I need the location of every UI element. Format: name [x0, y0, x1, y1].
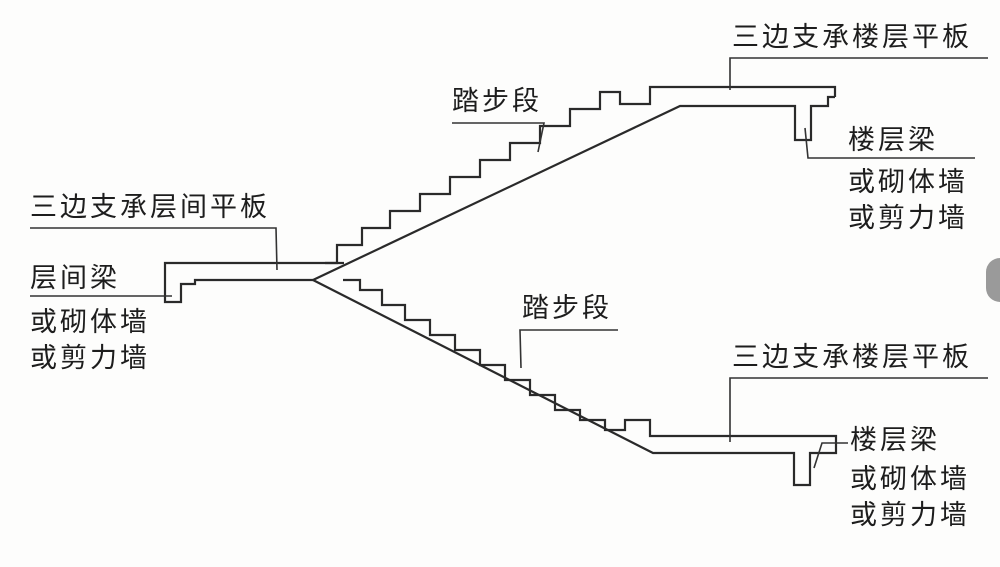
label-landing-beam-2: 或砌体墙 — [30, 307, 150, 338]
label-upper-beam-1: 楼层梁 — [848, 125, 938, 156]
leader-upper-flight — [452, 122, 545, 153]
leader-landing-slab — [30, 227, 278, 271]
landing-slab-outline — [163, 261, 344, 304]
label-landing-slab: 三边支承层间平板 — [30, 192, 270, 223]
label-landing-beam-3: 或剪力墙 — [30, 343, 150, 374]
label-lower-beam-3: 或剪力墙 — [850, 500, 970, 531]
leader-lower-slab — [729, 377, 988, 442]
lower-flight-soffit — [312, 279, 838, 487]
label-lower-beam-2: 或砌体墙 — [850, 464, 970, 495]
leader-upper-slab — [729, 57, 988, 90]
label-upper-beam-3: 或剪力墙 — [848, 203, 968, 234]
lower-flight-steps — [343, 278, 838, 445]
label-upper-beam-2: 或砌体墙 — [848, 167, 968, 198]
leader-lower-beam — [813, 442, 848, 469]
label-lower-flight: 踏步段 — [522, 293, 612, 324]
label-lower-beam-1: 楼层梁 — [850, 425, 940, 456]
label-lower-slab: 三边支承楼层平板 — [732, 342, 972, 373]
label-upper-slab: 三边支承楼层平板 — [732, 22, 972, 53]
leader-lower-flight — [519, 329, 618, 369]
edge-shadow — [986, 258, 1000, 302]
upper-flight-steps — [325, 85, 837, 265]
upper-flight-soffit — [312, 95, 835, 281]
leader-upper-beam — [804, 127, 975, 159]
label-landing-beam-1: 层间梁 — [30, 263, 120, 294]
label-upper-flight: 踏步段 — [452, 86, 542, 117]
